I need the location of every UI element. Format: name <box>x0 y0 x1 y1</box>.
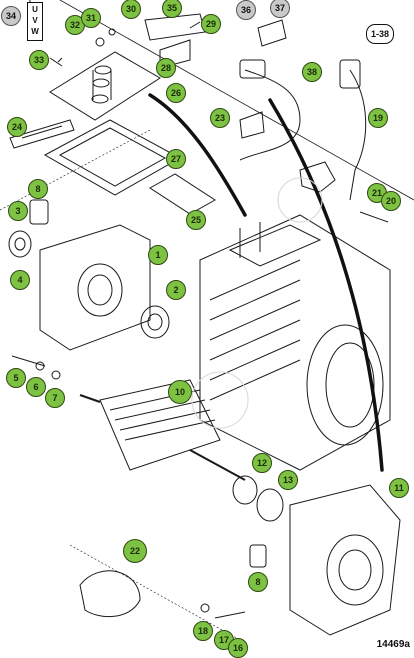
screw-20 <box>359 211 389 223</box>
leader-line <box>0 129 151 211</box>
callout-36[interactable]: 36 <box>236 0 256 20</box>
callout-35[interactable]: 35 <box>162 0 182 18</box>
callout-2[interactable]: 2 <box>166 280 186 300</box>
callout-23[interactable]: 23 <box>210 108 230 128</box>
screw-29 <box>189 21 201 29</box>
terminal-cover-plate <box>49 51 161 121</box>
callout-12[interactable]: 12 <box>252 453 272 473</box>
end-shield-1 <box>39 224 151 351</box>
bolt-5 <box>11 355 46 367</box>
callout-13[interactable]: 13 <box>278 470 298 490</box>
callout-29[interactable]: 29 <box>201 14 221 34</box>
callout-11[interactable]: 11 <box>389 478 409 498</box>
callout-27[interactable]: 27 <box>166 149 186 169</box>
frame-line <box>59 0 414 201</box>
callout-38[interactable]: 38 <box>302 62 322 82</box>
bearing-8-lower <box>249 544 267 568</box>
callout-10[interactable]: 10 <box>168 380 192 404</box>
terminal-box <box>228 224 322 267</box>
callout-30[interactable]: 30 <box>121 0 141 19</box>
callout-34[interactable]: 34 <box>1 6 21 26</box>
assembly-arc-1 <box>148 93 247 217</box>
callout-22[interactable]: 22 <box>123 539 147 563</box>
cable-19 <box>349 69 367 201</box>
callout-33[interactable]: 33 <box>29 50 49 70</box>
callout-1-38[interactable]: 1-38 <box>366 24 394 44</box>
callout-31[interactable]: 31 <box>81 8 101 28</box>
terminal-uvw-label: U V W <box>27 2 43 41</box>
callout-25[interactable]: 25 <box>186 210 206 230</box>
assembly-arc-2 <box>268 98 384 472</box>
callout-24[interactable]: 24 <box>7 117 27 137</box>
gasket-25 <box>149 173 216 215</box>
bearing-12 <box>232 475 258 505</box>
callout-1[interactable]: 1 <box>148 245 168 265</box>
end-shield-11 <box>289 484 401 636</box>
callout-16[interactable]: 16 <box>228 638 248 658</box>
cover-22 <box>79 570 141 618</box>
rectifier <box>299 161 336 193</box>
rotor-10 <box>99 379 221 471</box>
callout-5[interactable]: 5 <box>6 368 26 388</box>
bolt-16 <box>214 611 246 619</box>
gasket-24 <box>9 119 75 149</box>
callout-28[interactable]: 28 <box>156 58 176 78</box>
screw-33 <box>49 57 63 67</box>
callout-20[interactable]: 20 <box>381 191 401 211</box>
drawing-number: 14469a <box>376 639 410 650</box>
seal-4 <box>8 230 32 258</box>
callout-19[interactable]: 19 <box>368 108 388 128</box>
washer-30 <box>108 28 116 36</box>
callout-7[interactable]: 7 <box>45 388 65 408</box>
seal-13 <box>256 488 284 522</box>
callout-18[interactable]: 18 <box>193 621 213 641</box>
callout-37[interactable]: 37 <box>270 0 290 18</box>
nut-31 <box>95 37 105 47</box>
callout-8-lower[interactable]: 8 <box>248 572 268 592</box>
bearing-8 <box>29 199 49 225</box>
callout-8-upper[interactable]: 8 <box>28 179 48 199</box>
rotor-shaft <box>189 449 246 481</box>
cable-38 <box>239 69 301 161</box>
part-36 <box>257 19 287 47</box>
callout-3[interactable]: 3 <box>8 201 28 221</box>
callout-32[interactable]: 32 <box>65 15 85 35</box>
callout-26[interactable]: 26 <box>166 83 186 103</box>
callout-4[interactable]: 4 <box>10 270 30 290</box>
callout-6[interactable]: 6 <box>26 377 46 397</box>
part-23 <box>239 111 265 139</box>
bearing-2 <box>140 305 170 339</box>
